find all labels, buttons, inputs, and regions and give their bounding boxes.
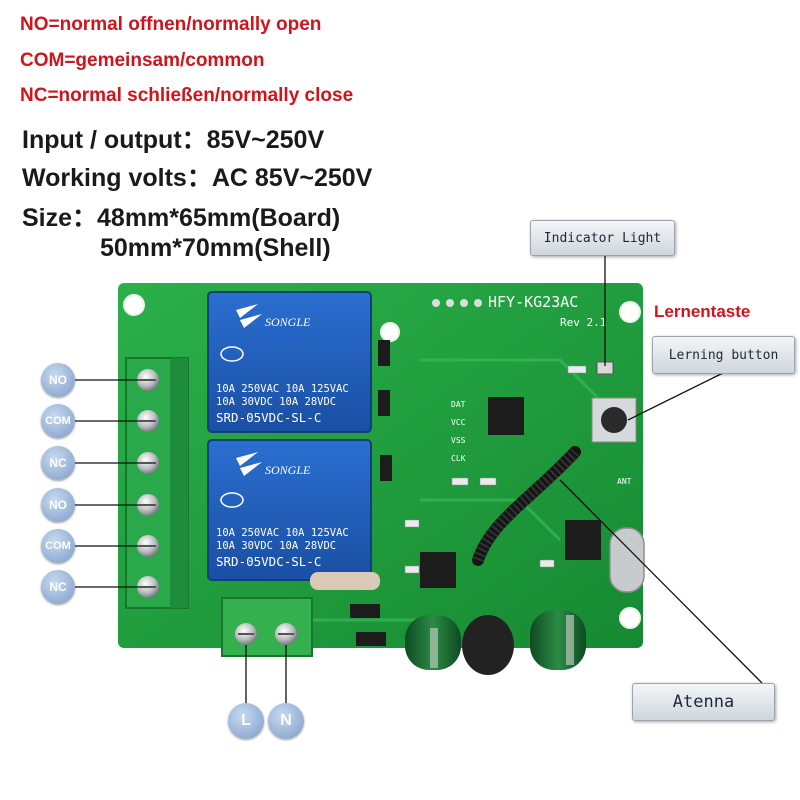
- fuse-resistor: [310, 572, 380, 590]
- leader-lines: [75, 254, 763, 704]
- terminal-block-power: [221, 597, 313, 657]
- spec-size-shell: 50mm*70mm(Shell): [100, 234, 331, 262]
- terminal-badge-no-1: NO: [41, 363, 75, 397]
- power-badge-n: N: [268, 703, 304, 739]
- relay-1-rating-1: 10A 250VAC 10A 125VAC: [216, 383, 349, 395]
- callout-learning-button: Lerning button: [652, 336, 795, 374]
- mount-hole-tl: [123, 294, 145, 316]
- pin-clk: CLK: [451, 454, 466, 463]
- spec-input-output: Input / output：85V~250V: [22, 126, 325, 154]
- spec-working-volts: Working volts：AC 85V~250V: [22, 164, 373, 192]
- capacitor-right: [530, 610, 586, 670]
- ic-u4: [565, 520, 601, 560]
- relay-1-model: SRD-05VDC-SL-C: [216, 410, 321, 425]
- pin-dat: DAT: [451, 400, 466, 409]
- relay-2-rating-1: 10A 250VAC 10A 125VAC: [216, 527, 349, 539]
- legend-nc: NC=normal schließen/normally close: [20, 85, 354, 106]
- relay-logos: [220, 304, 262, 508]
- spec-size-board: Size：48mm*65mm(Board): [22, 204, 341, 232]
- relay-1: [207, 291, 372, 433]
- terminal-screws: [137, 369, 159, 598]
- callout-indicator-light: Indicator Light: [530, 220, 675, 256]
- mount-hole-tr: [619, 301, 641, 323]
- relay-2-rating-2: 10A 30VDC 10A 28VDC: [216, 540, 336, 552]
- ic-u2: [420, 552, 456, 588]
- terminal-badge-nc-1: NC: [41, 446, 75, 480]
- terminal-badge-nc-2: NC: [41, 570, 75, 604]
- relay-1-brand: SONGLE: [265, 315, 311, 329]
- inductor: [462, 615, 514, 675]
- relay-2-brand: SONGLE: [265, 463, 311, 477]
- header-pins: [432, 299, 482, 307]
- terminal-badge-com-1: COM: [41, 404, 75, 438]
- relay-1-rating-2: 10A 30VDC 10A 28VDC: [216, 396, 336, 408]
- pin-vss: VSS: [451, 436, 466, 445]
- ant-label: ANT: [617, 477, 632, 486]
- board-model-label: HFY-KG23AC: [488, 293, 578, 311]
- callout-lernentaste: Lernentaste: [654, 302, 751, 321]
- pin-vcc: VCC: [451, 418, 466, 427]
- crystal-oscillator: [609, 527, 645, 593]
- relay-2-model: SRD-05VDC-SL-C: [216, 554, 321, 569]
- terminal-badge-com-2: COM: [41, 529, 75, 563]
- board-rev-label: Rev 2.1: [560, 316, 606, 329]
- legend-com: COM=gemeinsam/common: [20, 50, 265, 71]
- mount-hole-br: [619, 607, 641, 629]
- mount-hole-mid: [380, 322, 400, 342]
- ic-u1: [488, 397, 524, 435]
- relay-2: [207, 439, 372, 581]
- terminal-badge-no-2: NO: [41, 488, 75, 522]
- legend-no: NO=normal offnen/normally open: [20, 14, 322, 35]
- power-badge-l: L: [228, 703, 264, 739]
- antenna-coil: [472, 446, 581, 566]
- callout-antenna: Atenna: [632, 683, 775, 721]
